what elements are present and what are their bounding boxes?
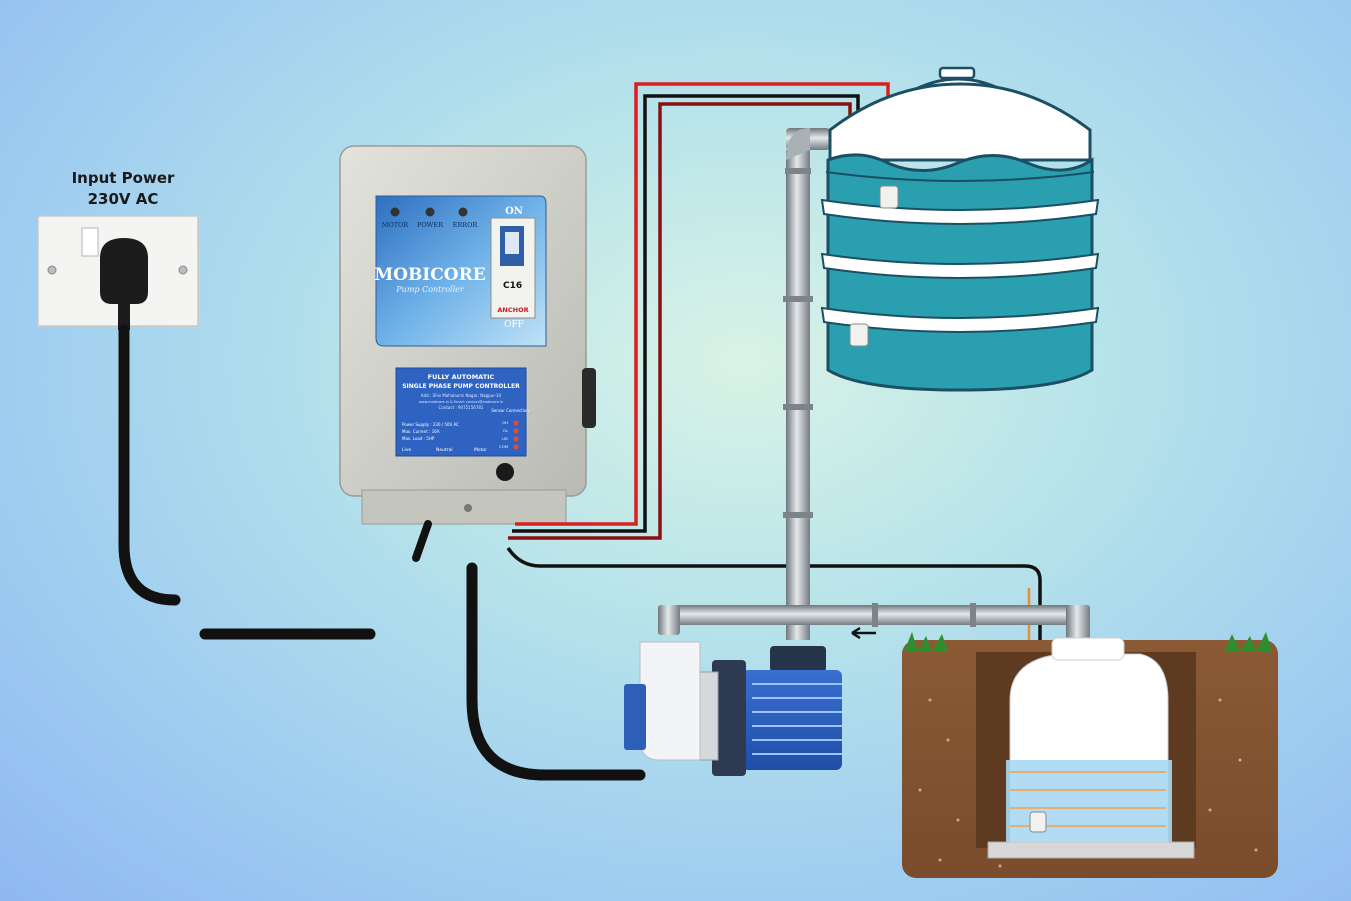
plug-icon xyxy=(100,238,148,330)
plate-title-1: FULLY AUTOMATIC xyxy=(428,373,495,381)
plate-address: Add.: Shiv Mahalaxmi Nagar, Nagpur-34 xyxy=(421,393,502,398)
plate-spec-3: Max. Load : 5HP xyxy=(402,436,435,441)
sensor-label-oh: OH xyxy=(502,420,508,425)
flow-arrow-icon xyxy=(851,626,876,640)
controller-cable-stub xyxy=(412,520,432,562)
switch-off-label: OFF xyxy=(504,320,524,330)
cable-gland xyxy=(496,463,514,481)
pump-controller-box: MOTOR POWER ERROR ON OFF MOBICORE Pump C… xyxy=(339,145,596,525)
sensor-terminals: OH OL UG COM xyxy=(499,420,519,450)
switch-on-label: ON xyxy=(505,206,523,217)
power-cable xyxy=(118,324,181,606)
plate-spec-2: Max. Current : 16A xyxy=(402,429,440,434)
input-power-label-line2: 230V AC xyxy=(87,190,159,208)
brand-subtitle: Pump Controller xyxy=(395,285,465,294)
indicator-error-label: ERROR xyxy=(453,221,479,229)
input-power-label: Input Power 230V AC xyxy=(48,168,198,210)
overhead-tank-icon xyxy=(820,66,1100,392)
float-sensor-icon xyxy=(849,185,899,347)
terminal-neutral: Neutral xyxy=(436,447,453,453)
indicator-motor-label: MOTOR xyxy=(382,221,410,229)
sensor-connection-title: Sensor Connection xyxy=(491,408,529,413)
motor-cable xyxy=(466,562,646,781)
brand-name: MOBICORE xyxy=(374,265,485,285)
plate-contact: Contact : 9075156781 xyxy=(439,405,484,410)
indicator-power-label: POWER xyxy=(417,221,444,229)
terminal-motor: Motor xyxy=(474,447,487,453)
sensor-label-ol: OL xyxy=(503,428,509,433)
sensor-label-com: COM xyxy=(499,444,508,449)
mcb-breaker[interactable]: C16 ANCHOR xyxy=(490,217,536,319)
water-pump-icon xyxy=(624,641,842,776)
sensor-label-ug: UG xyxy=(502,436,508,441)
breaker-brand: ANCHOR xyxy=(497,306,528,314)
input-power-label-line1: Input Power xyxy=(71,169,175,187)
plate-web: www.mobicore.in & Email: contact@mobicor… xyxy=(419,400,503,404)
plate-title-2: SINGLE PHASE PUMP CONTROLLER xyxy=(402,383,520,390)
plate-spec-1: Power Supply : 230 / 50V AC xyxy=(402,422,459,427)
terminal-live: Live xyxy=(402,447,411,453)
piping xyxy=(658,128,1090,640)
breaker-rating: C16 xyxy=(503,281,522,291)
underground-tank-icon xyxy=(902,632,1278,878)
